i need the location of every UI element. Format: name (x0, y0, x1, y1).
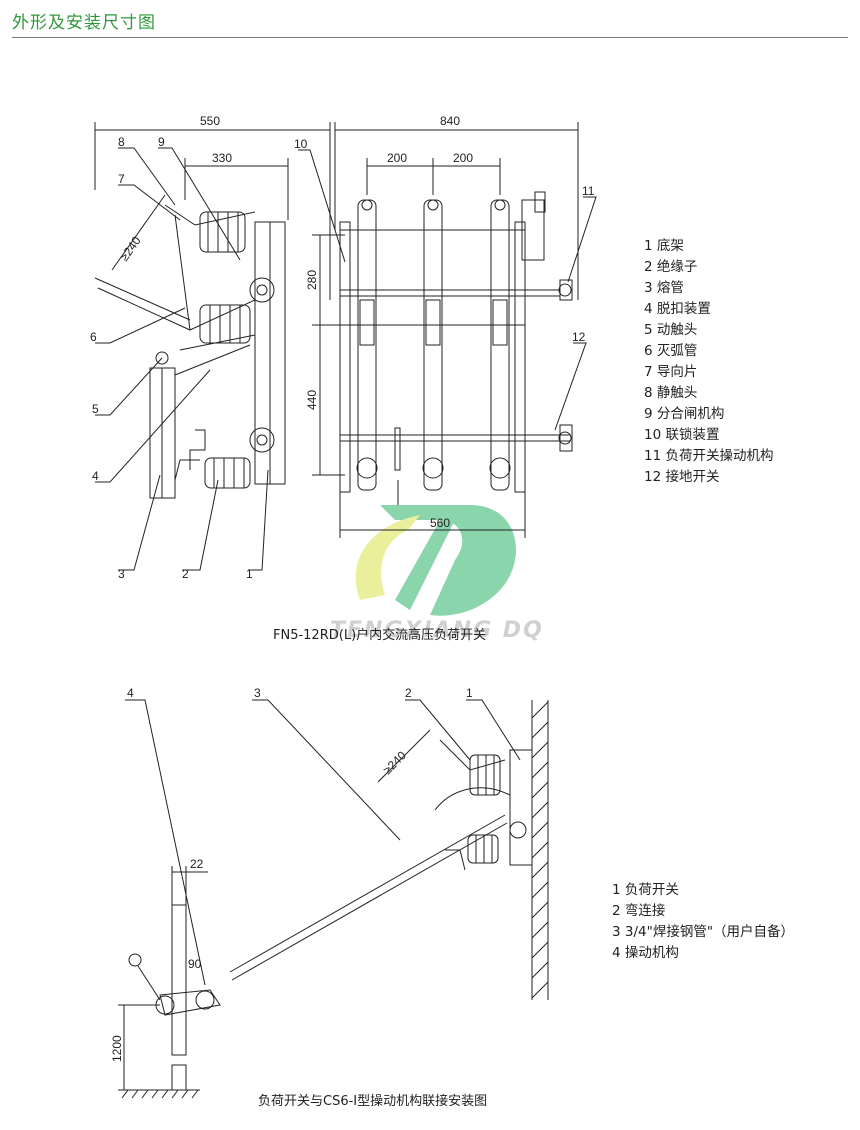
dim-440: 440 (305, 390, 319, 410)
callout-3: 3 (118, 567, 125, 581)
pole-1 (356, 199, 378, 491)
dim-22: 22 (190, 857, 204, 871)
legend-item: 12 接地开关 (644, 469, 720, 485)
dim-560: 560 (430, 516, 450, 530)
figure2-caption: 负荷开关与CS6-Ⅰ型操动机构联接安装图 (258, 1094, 488, 1109)
legend-item: 5 动触头 (644, 322, 698, 338)
legend-item: 9 分合闸机构 (644, 406, 725, 422)
fig2-callout-1: 1 (466, 686, 473, 700)
fig2-callout-3: 3 (254, 686, 261, 700)
page-title: 外形及安装尺寸图 (12, 13, 156, 33)
callout-7: 7 (118, 172, 125, 186)
legend-item: 2 弯连接 (612, 903, 666, 919)
callout-11: 11 (582, 184, 595, 198)
dim-550: 550 (200, 114, 220, 128)
dim-330: 330 (212, 151, 232, 165)
insulator-bottom (204, 457, 251, 489)
legend-item: 7 导向片 (644, 364, 698, 380)
callout-6: 6 (90, 330, 97, 344)
legend-item: 8 静触头 (644, 385, 698, 401)
legend-item: 6 灭弧管 (644, 343, 698, 359)
callout-9: 9 (158, 135, 165, 149)
figure2-legend: 1 负荷开关 2 弯连接 3 3/4"焊接钢管"（用户自备） 4 操动机构 (612, 880, 794, 964)
callout-8: 8 (118, 135, 125, 149)
figure1-drawing (94, 122, 579, 538)
dim-90: 90 (188, 957, 202, 971)
legend-item: 2 绝缘子 (644, 259, 698, 275)
callout-5: 5 (92, 402, 99, 416)
legend-item: 11 负荷开关操动机构 (644, 448, 774, 464)
fig2-insulator-top (469, 754, 501, 796)
watermark-logo (355, 505, 516, 616)
dim-1200: 1200 (110, 1035, 124, 1062)
legend-item: 4 脱扣装置 (644, 301, 711, 317)
watermark-text: TENGXIANG DQ (330, 618, 544, 643)
figure1-legend: 1 底架 2 绝缘子 3 熔管 4 脱扣装置 5 动触头 6 灭弧管 7 导向片… (644, 236, 773, 488)
figure1-caption: FN5-12RD(L)户内交流高压负荷开关 (273, 628, 487, 643)
legend-item: 4 操动机构 (612, 945, 679, 961)
dim-280: 280 (305, 270, 319, 290)
callout-2: 2 (182, 567, 189, 581)
fig2-insulator-bottom (467, 834, 499, 864)
dim-240-fig2: ≥240 (380, 748, 409, 777)
title-divider (12, 37, 848, 38)
insulator-top (199, 211, 246, 253)
callout-12: 12 (572, 330, 586, 344)
dim-200-left: 200 (387, 151, 407, 165)
legend-item: 1 底架 (644, 238, 684, 254)
fig2-callout-4: 4 (127, 686, 134, 700)
dim-240: ≥240 (117, 234, 144, 264)
pole-2 (422, 199, 444, 491)
dim-200-right: 200 (453, 151, 473, 165)
callout-4: 4 (92, 469, 99, 483)
legend-item: 10 联锁装置 (644, 427, 720, 443)
figure2-drawing (118, 699, 549, 1099)
legend-item: 3 熔管 (644, 280, 684, 296)
callout-10: 10 (294, 137, 308, 151)
legend-item: 1 负荷开关 (612, 882, 679, 898)
dim-840: 840 (440, 114, 460, 128)
callout-1: 1 (246, 567, 253, 581)
pole-3 (489, 199, 511, 491)
legend-item: 3 3/4"焊接钢管"（用户自备） (612, 924, 795, 940)
fig2-callout-2: 2 (405, 686, 412, 700)
